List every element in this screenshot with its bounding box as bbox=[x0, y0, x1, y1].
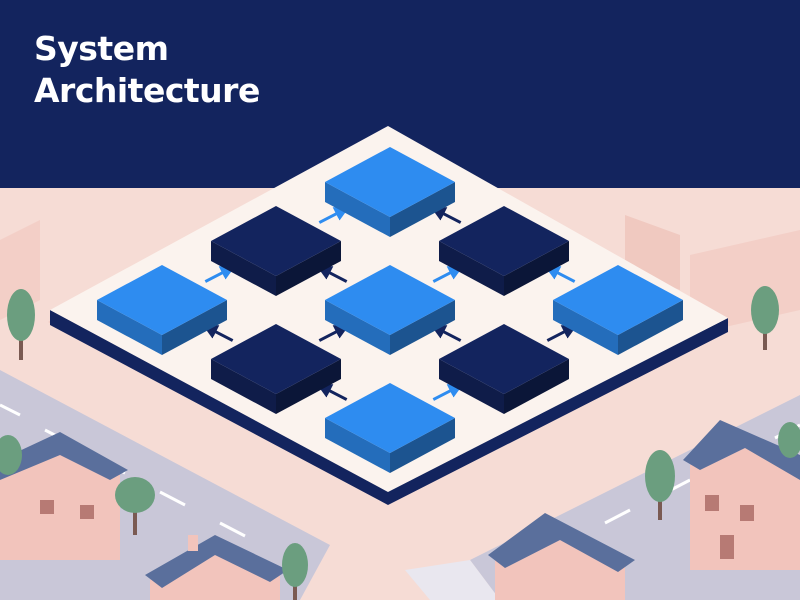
foreground bbox=[0, 286, 800, 600]
node-block-n6 bbox=[97, 265, 227, 355]
node-block-n1 bbox=[325, 147, 455, 237]
title-line-1: System bbox=[34, 29, 169, 68]
block-left-face bbox=[325, 418, 390, 473]
block-top-face bbox=[439, 206, 569, 276]
block-right-face bbox=[162, 300, 227, 355]
block-left-face bbox=[439, 241, 504, 296]
node-block-n3 bbox=[211, 206, 341, 296]
house-right bbox=[683, 420, 800, 570]
nodes bbox=[97, 147, 683, 473]
title-line-2: Architecture bbox=[34, 71, 260, 110]
node-block-n2 bbox=[439, 206, 569, 296]
block-top-face bbox=[325, 383, 455, 453]
crosswalk bbox=[405, 560, 500, 600]
block-left-face bbox=[553, 300, 618, 355]
building-left bbox=[0, 220, 40, 320]
block-left-face bbox=[439, 359, 504, 414]
block-right-face bbox=[390, 418, 455, 473]
block-right-face bbox=[618, 300, 683, 355]
node-block-n7 bbox=[439, 324, 569, 414]
page-title: System Architecture bbox=[34, 28, 260, 112]
block-top-face bbox=[325, 147, 455, 217]
house-mid-left bbox=[145, 535, 288, 600]
block-left-face bbox=[97, 300, 162, 355]
block-top-face bbox=[553, 265, 683, 335]
block-right-face bbox=[276, 241, 341, 296]
block-left-face bbox=[211, 359, 276, 414]
block-top-face bbox=[325, 265, 455, 335]
node-block-n8 bbox=[211, 324, 341, 414]
node-block-n4 bbox=[553, 265, 683, 355]
block-left-face bbox=[211, 241, 276, 296]
block-right-face bbox=[504, 241, 569, 296]
block-right-face bbox=[390, 300, 455, 355]
block-right-face bbox=[390, 182, 455, 237]
block-left-face bbox=[325, 300, 390, 355]
house-left bbox=[0, 432, 128, 560]
block-top-face bbox=[211, 324, 341, 394]
block-left-face bbox=[325, 182, 390, 237]
trees bbox=[0, 286, 800, 600]
house-bottom-right bbox=[488, 513, 635, 600]
block-top-face bbox=[97, 265, 227, 335]
block-top-face bbox=[439, 324, 569, 394]
node-block-n9 bbox=[325, 383, 455, 473]
node-block-n5 bbox=[325, 265, 455, 355]
block-right-face bbox=[504, 359, 569, 414]
block-right-face bbox=[276, 359, 341, 414]
block-top-face bbox=[211, 206, 341, 276]
